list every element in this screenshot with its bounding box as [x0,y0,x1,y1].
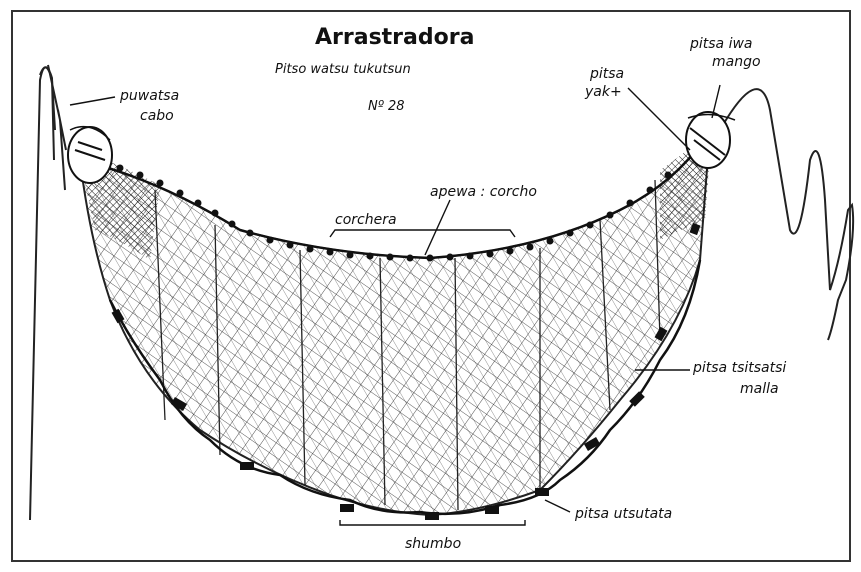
label-apewa: apewa : corcho [430,184,537,200]
label-tsitsatsi: pitsa tsitsatsi [692,360,786,376]
label-cabo: cabo [140,108,174,124]
label-malla: malla [740,381,779,397]
label-shumbo: shumbo [405,536,461,552]
label-yakt: yak+ [584,84,622,100]
label-corchera: corchera [335,212,397,228]
label-mango: mango [712,54,761,70]
diagram-number: Nº 28 [368,99,405,114]
diagram-subtitle: Pitso watsu tukutsun [275,62,411,77]
label-pitsa-iwa: pitsa iwa [689,36,753,52]
diagram-title: Arrastradora [315,25,474,50]
label-utsutata: pitsa utsutata [574,506,672,522]
label-pitsa: pitsa [589,66,624,82]
label-puwatsa: puwatsa [119,88,179,104]
